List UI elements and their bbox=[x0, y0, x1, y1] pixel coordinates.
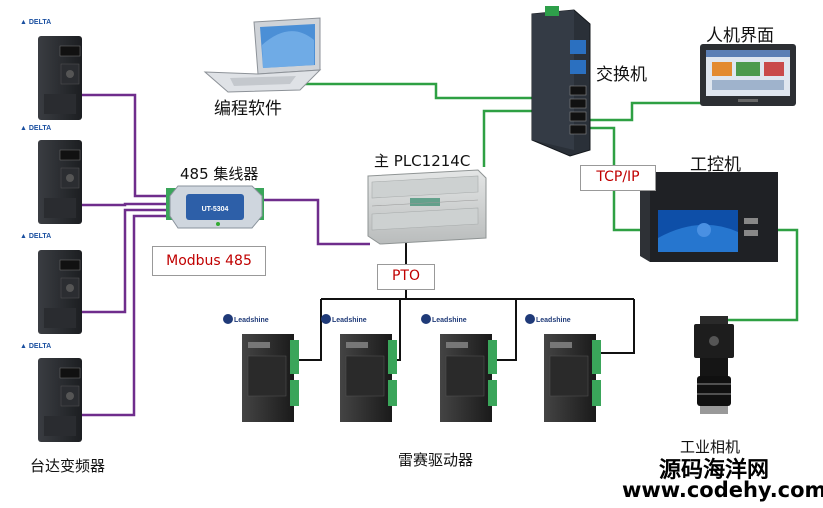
svg-text:Leadshine: Leadshine bbox=[536, 317, 571, 324]
vfd-4: ▲ DELTA bbox=[20, 343, 82, 442]
wire-pto-driver1 bbox=[296, 299, 322, 361]
watermark-url: www.codehy.com bbox=[622, 478, 823, 502]
vfd-group: ▲ DELTA ▲ DELTA ▲ DELTA ▲ DELTA bbox=[20, 19, 82, 442]
wire-vfd4-hub bbox=[82, 214, 172, 417]
wire-switch-hmi bbox=[590, 92, 712, 122]
industrial-camera bbox=[694, 316, 734, 414]
rs485-wiring bbox=[82, 93, 370, 417]
wire-hub-plc bbox=[262, 198, 370, 246]
wire-pto-driver4 bbox=[600, 299, 635, 354]
wire-ipc-camera bbox=[726, 228, 799, 322]
wire-vfd3-hub bbox=[82, 208, 172, 314]
tcpip-protocol-badge: TCP/IP bbox=[580, 165, 656, 191]
driver-1: Leadshine bbox=[223, 314, 299, 422]
driver-label: 雷赛驱动器 bbox=[398, 451, 474, 469]
svg-text:▲ DELTA: ▲ DELTA bbox=[20, 233, 51, 240]
driver-group: Leadshine Leadshine Leadshine bbox=[223, 314, 601, 422]
driver-2: Leadshine bbox=[321, 314, 397, 422]
hmi-label: 人机界面 bbox=[706, 26, 774, 46]
hmi-panel bbox=[700, 44, 796, 106]
wire-vfd1-hub bbox=[82, 93, 172, 198]
svg-text:Leadshine: Leadshine bbox=[332, 317, 367, 324]
driver-3: Leadshine bbox=[421, 314, 497, 422]
plc-unit bbox=[367, 169, 487, 245]
vfd-label: 台达变频器 bbox=[30, 457, 106, 475]
programming-software-label: 编程软件 bbox=[214, 99, 282, 119]
vfd-2: ▲ DELTA bbox=[20, 125, 82, 224]
pto-protocol-badge: PTO bbox=[377, 264, 435, 290]
svg-text:UT-5304: UT-5304 bbox=[202, 206, 229, 213]
modbus-protocol-badge: Modbus 485 bbox=[152, 246, 266, 276]
laptop-icon bbox=[203, 17, 322, 93]
svg-text:Leadshine: Leadshine bbox=[234, 317, 269, 324]
vfd-3: ▲ DELTA bbox=[20, 233, 82, 334]
ethernet-switch bbox=[531, 6, 591, 157]
camera-label: 工业相机 bbox=[680, 438, 741, 456]
plc-label: 主 PLC1214C bbox=[374, 152, 471, 170]
hub485-label: 485 集线器 bbox=[180, 165, 259, 183]
wire-pto-driver3 bbox=[496, 299, 517, 361]
driver-4: Leadshine bbox=[525, 314, 601, 422]
svg-text:Leadshine: Leadshine bbox=[432, 317, 467, 324]
wire-pc-switch bbox=[298, 82, 568, 100]
svg-text:▲ DELTA: ▲ DELTA bbox=[20, 19, 51, 26]
svg-text:▲ DELTA: ▲ DELTA bbox=[20, 343, 51, 350]
rs485-hub: UT-5304 bbox=[166, 185, 264, 229]
wire-vfd2-hub bbox=[82, 202, 172, 207]
ipc-label: 工控机 bbox=[690, 155, 741, 175]
svg-text:▲ DELTA: ▲ DELTA bbox=[20, 125, 51, 132]
switch-label: 交换机 bbox=[596, 65, 647, 85]
watermark-site-name: 源码海洋网 bbox=[659, 458, 770, 483]
industrial-pc bbox=[640, 172, 778, 262]
vfd-1: ▲ DELTA bbox=[20, 19, 82, 120]
